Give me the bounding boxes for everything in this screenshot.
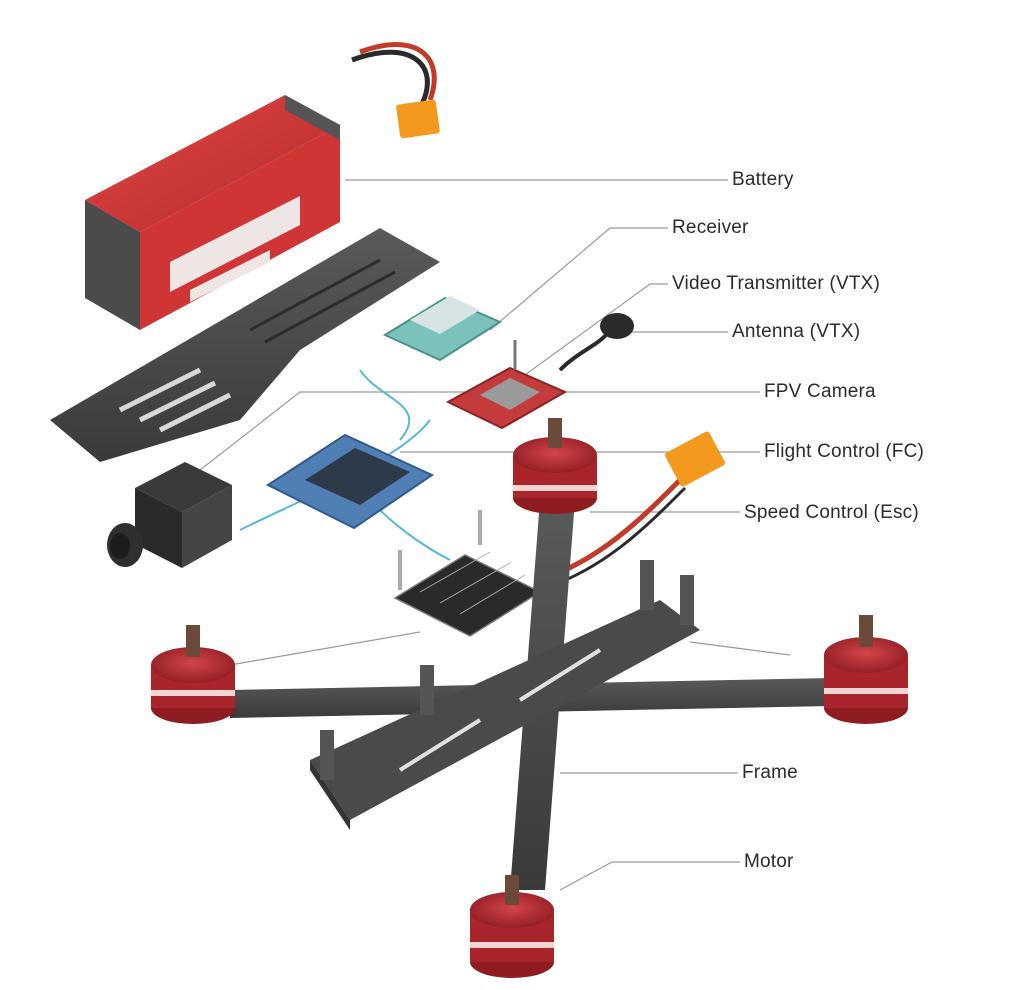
motor-right-illustration (824, 615, 908, 724)
motor-label: Motor (744, 851, 794, 872)
vtx-label: Video Transmitter (VTX) (672, 273, 881, 294)
receiver-label: Receiver (672, 217, 749, 238)
flight-control-label: Flight Control (FC) (764, 441, 925, 462)
battery-illustration (85, 42, 440, 330)
battery-label: Battery (732, 169, 794, 190)
motor-leader (559, 861, 740, 891)
antenna-label: Antenna (VTX) (732, 321, 861, 342)
flight-control-illustration (265, 433, 435, 530)
motor-bottom-illustration (470, 875, 554, 978)
bottom-plate-illustration (50, 228, 440, 462)
frame-label: Frame (742, 762, 798, 783)
fpv-camera-illustration (107, 462, 232, 568)
motor-left-illustration (151, 625, 235, 724)
fpv-camera-leader (199, 391, 760, 471)
esc-illustration (393, 431, 725, 637)
vtx-leader (524, 283, 668, 376)
speed-control-label: Speed Control (Esc) (744, 502, 919, 523)
frame-right-leader (689, 641, 791, 656)
vtx-illustration (445, 313, 634, 430)
receiver-illustration (382, 296, 503, 362)
fpv-camera-label: FPV Camera (764, 381, 876, 402)
motor-top-illustration (513, 418, 597, 514)
motor-left-leader (229, 631, 421, 666)
frame-illustration (230, 500, 830, 890)
receiver-leader (489, 227, 668, 331)
